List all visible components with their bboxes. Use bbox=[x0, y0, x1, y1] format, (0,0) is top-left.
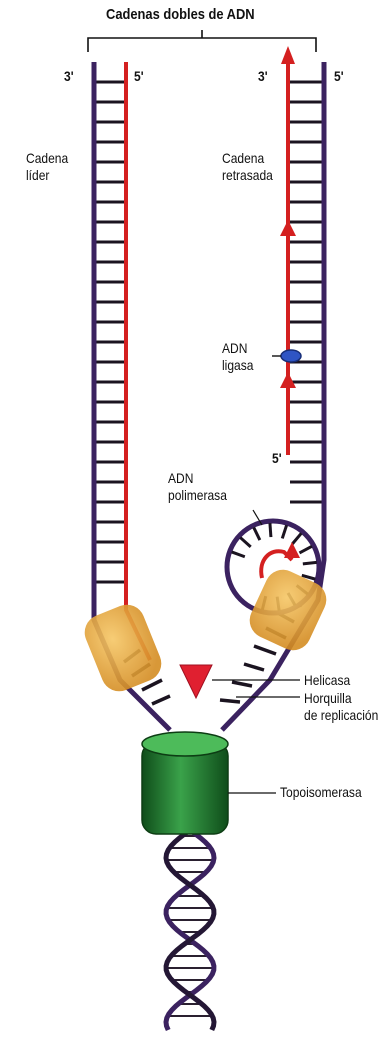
lagging-strand-label-line2: retrasada bbox=[222, 167, 273, 184]
leading-strand-label: Cadena líder bbox=[26, 150, 68, 184]
fork-label-line1: Horquilla bbox=[304, 690, 378, 707]
helicase-label: Helicasa bbox=[304, 672, 350, 689]
base-pair-rung bbox=[232, 682, 252, 686]
base-pair-rung bbox=[270, 523, 271, 537]
fork-label: Horquilla de replicación bbox=[304, 690, 378, 724]
topoisomerase-label: Topoisomerasa bbox=[280, 784, 362, 801]
leading-duplex-rungs bbox=[96, 82, 124, 582]
lagging-5prime-label: 5' bbox=[334, 68, 344, 85]
lagging-3prime-label: 3' bbox=[258, 68, 268, 85]
dna-ligase-shape bbox=[281, 350, 301, 362]
base-pair-rung bbox=[303, 562, 317, 563]
polymerase-label: ADN polimerasa bbox=[168, 470, 227, 504]
okazaki-arrow-2 bbox=[280, 372, 296, 388]
leading-3prime-label: 3' bbox=[64, 68, 74, 85]
lagging-duplex-rungs bbox=[290, 82, 322, 502]
polymerase-label-line1: ADN bbox=[168, 470, 227, 487]
helicase-shape bbox=[180, 665, 212, 698]
ligase-label-line2: ligasa bbox=[222, 357, 253, 374]
ligase-label: ADN ligasa bbox=[222, 340, 253, 374]
polymerase-label-line2: polimerasa bbox=[168, 487, 227, 504]
ligase-label-line1: ADN bbox=[222, 340, 253, 357]
title-bracket bbox=[88, 30, 316, 52]
fork-label-line2: de replicación bbox=[304, 707, 378, 724]
topoisomerase-shape bbox=[142, 732, 228, 834]
parental-double-helix bbox=[166, 830, 214, 1030]
base-pair-rung bbox=[152, 696, 170, 704]
base-pair-rung bbox=[244, 664, 264, 670]
leading-strand-label-line2: líder bbox=[26, 167, 68, 184]
lagging-new-5prime-label: 5' bbox=[272, 450, 282, 467]
leading-5prime-label: 5' bbox=[134, 68, 144, 85]
lagging-strand-arrowhead bbox=[281, 46, 295, 64]
diagram-title: Cadenas dobles de ADN bbox=[106, 6, 255, 23]
base-pair-rung bbox=[254, 646, 276, 654]
base-pair-rung bbox=[220, 700, 240, 702]
leading-strand-label-line1: Cadena bbox=[26, 150, 68, 167]
leading-new-strand bbox=[126, 62, 150, 660]
lagging-strand-label-line1: Cadena bbox=[222, 150, 273, 167]
lagging-strand-label: Cadena retrasada bbox=[222, 150, 273, 184]
